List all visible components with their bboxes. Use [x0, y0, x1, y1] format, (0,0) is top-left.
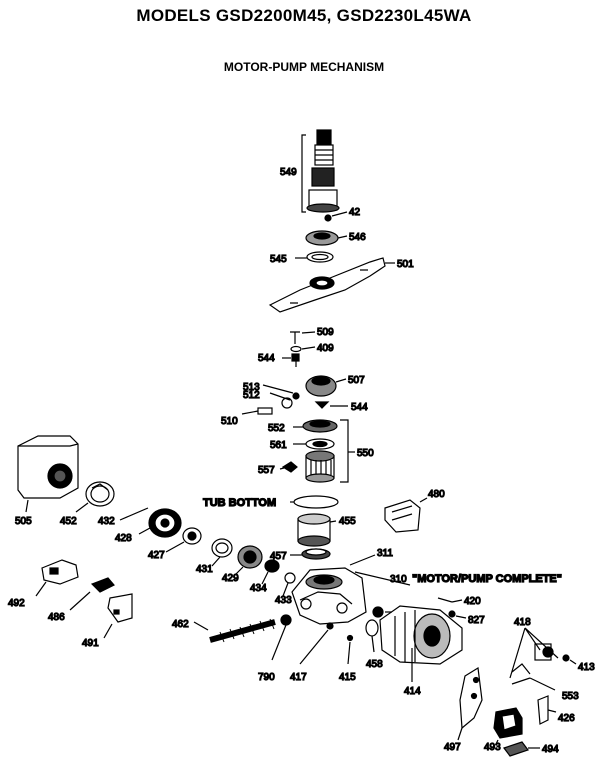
parts-509-409-544-drawing — [282, 331, 316, 367]
part-452-drawing — [75, 481, 115, 513]
part-label-418: 418 — [514, 617, 531, 628]
part-label-417: 417 — [290, 672, 307, 683]
part-428-drawing — [138, 508, 182, 538]
diagram-subtitle: MOTOR-PUMP MECHANISM — [223, 60, 385, 74]
part-432-leader — [119, 507, 149, 521]
part-label-790: 790 — [258, 672, 275, 683]
part-label-433: 433 — [275, 595, 292, 606]
part-label-509: 509 — [317, 327, 334, 338]
part-label-414: 414 — [404, 686, 421, 697]
part-label-557: 557 — [258, 465, 275, 476]
motor-pump-complete-label: "MOTOR/PUMP COMPLETE" — [412, 573, 562, 585]
part-label-491: 491 — [82, 638, 99, 649]
part-label-457: 457 — [270, 551, 287, 562]
part-545-drawing — [295, 251, 334, 263]
part-label-486: 486 — [48, 612, 65, 623]
part-550-assembly-drawing — [279, 419, 355, 483]
part-505-drawing — [17, 435, 79, 513]
part-label-553: 553 — [562, 691, 579, 702]
part-label-311: 311 — [377, 548, 393, 559]
part-label-549: 549 — [280, 167, 297, 178]
part-label-513: 513 — [243, 382, 260, 393]
part-549-drawing — [301, 129, 340, 213]
part-label-420: 420 — [464, 596, 481, 607]
part-label-546: 546 — [349, 232, 366, 243]
part-label-428: 428 — [115, 533, 132, 544]
part-label-429: 429 — [222, 573, 239, 584]
part-label-462: 462 — [172, 619, 189, 630]
part-546-drawing — [305, 230, 348, 246]
part-311-motor-pump-housing — [291, 554, 411, 625]
part-label-431: 431 — [196, 564, 213, 575]
part-label-415: 415 — [339, 672, 356, 683]
part-427-drawing — [165, 527, 202, 553]
part-label-492: 492 — [8, 598, 25, 609]
part-label-493: 493 — [484, 742, 501, 753]
parts-420-827-drawing — [437, 597, 467, 619]
part-label-501: 501 — [397, 259, 414, 270]
part-429-drawing — [235, 545, 263, 575]
part-480-drawing — [384, 497, 428, 533]
page-title: MODELS GSD2200M45, GSD2230L45WA — [136, 6, 472, 25]
part-label-427: 427 — [148, 550, 165, 561]
part-label-480: 480 — [428, 489, 445, 500]
tub-bottom-label: TUB BOTTOM — [203, 497, 276, 509]
part-label-507: 507 — [348, 375, 365, 386]
part-label-310: 310 — [390, 574, 407, 585]
part-507-assembly-drawing — [241, 375, 348, 415]
parts-790-417-415-458-drawing — [271, 614, 379, 665]
part-label-512: 512 — [243, 390, 260, 401]
part-434-drawing — [261, 559, 280, 585]
part-label-452: 452 — [60, 516, 77, 527]
part-label-827: 827 — [468, 615, 485, 626]
part-label-413: 413 — [578, 662, 595, 673]
part-label-494: 494 — [542, 744, 559, 755]
part-label-458: 458 — [366, 659, 383, 670]
part-label-42: 42 — [349, 207, 361, 218]
part-label-505: 505 — [15, 516, 32, 527]
parts-497-493-494-drawing — [457, 667, 540, 757]
part-462-drawing — [193, 618, 276, 643]
part-label-510: 510 — [221, 416, 238, 427]
part-label-545: 545 — [270, 254, 287, 265]
part-label-426: 426 — [558, 713, 575, 724]
part-310-motor-drawing — [372, 605, 463, 665]
part-42-drawing — [324, 211, 348, 222]
part-label-409: 409 — [317, 343, 334, 354]
part-501-drawing — [268, 257, 395, 313]
parts-418-413-553-426-drawing — [509, 627, 577, 725]
part-label-544: 544 — [351, 402, 368, 413]
part-label-497: 497 — [444, 742, 461, 753]
part-455-drawing — [297, 513, 337, 547]
tub-bottom-gasket — [293, 495, 339, 509]
part-label-552: 552 — [268, 423, 285, 434]
part-label-455: 455 — [339, 516, 356, 527]
part-label-561: 561 — [270, 440, 287, 451]
part-431-drawing — [211, 538, 233, 567]
part-457-drawing — [290, 548, 331, 560]
part-label-544: 544 — [258, 353, 275, 364]
part-label-432: 432 — [98, 516, 115, 527]
part-label-550: 550 — [357, 448, 374, 459]
parts-492-486-491-drawing — [35, 559, 133, 639]
part-label-434: 434 — [250, 583, 267, 594]
part-433-drawing — [282, 572, 296, 597]
